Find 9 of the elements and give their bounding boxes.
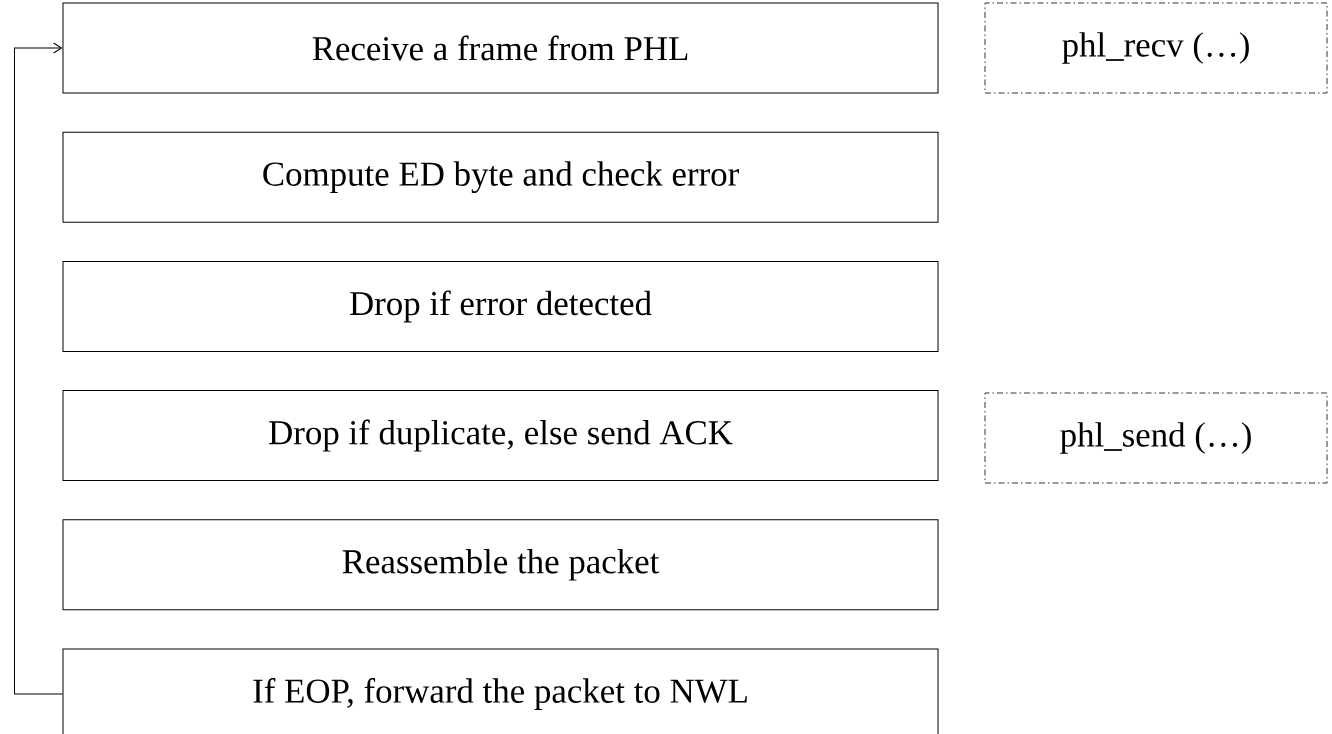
process-box: If EOP, forward the packet to NWL <box>62 648 939 734</box>
loop-arrow <box>14 42 63 695</box>
process-box: Reassemble the packet <box>62 519 939 611</box>
process-box: Receive a frame from PHL <box>62 2 939 94</box>
process-box: Drop if error detected <box>62 260 939 352</box>
process-box: Compute ED byte and check error <box>62 131 939 223</box>
process-box: Drop if duplicate, else send ACK <box>62 390 939 482</box>
function-box: phl_recv (…) <box>984 2 1328 94</box>
function-box: phl_send (…) <box>984 392 1328 484</box>
